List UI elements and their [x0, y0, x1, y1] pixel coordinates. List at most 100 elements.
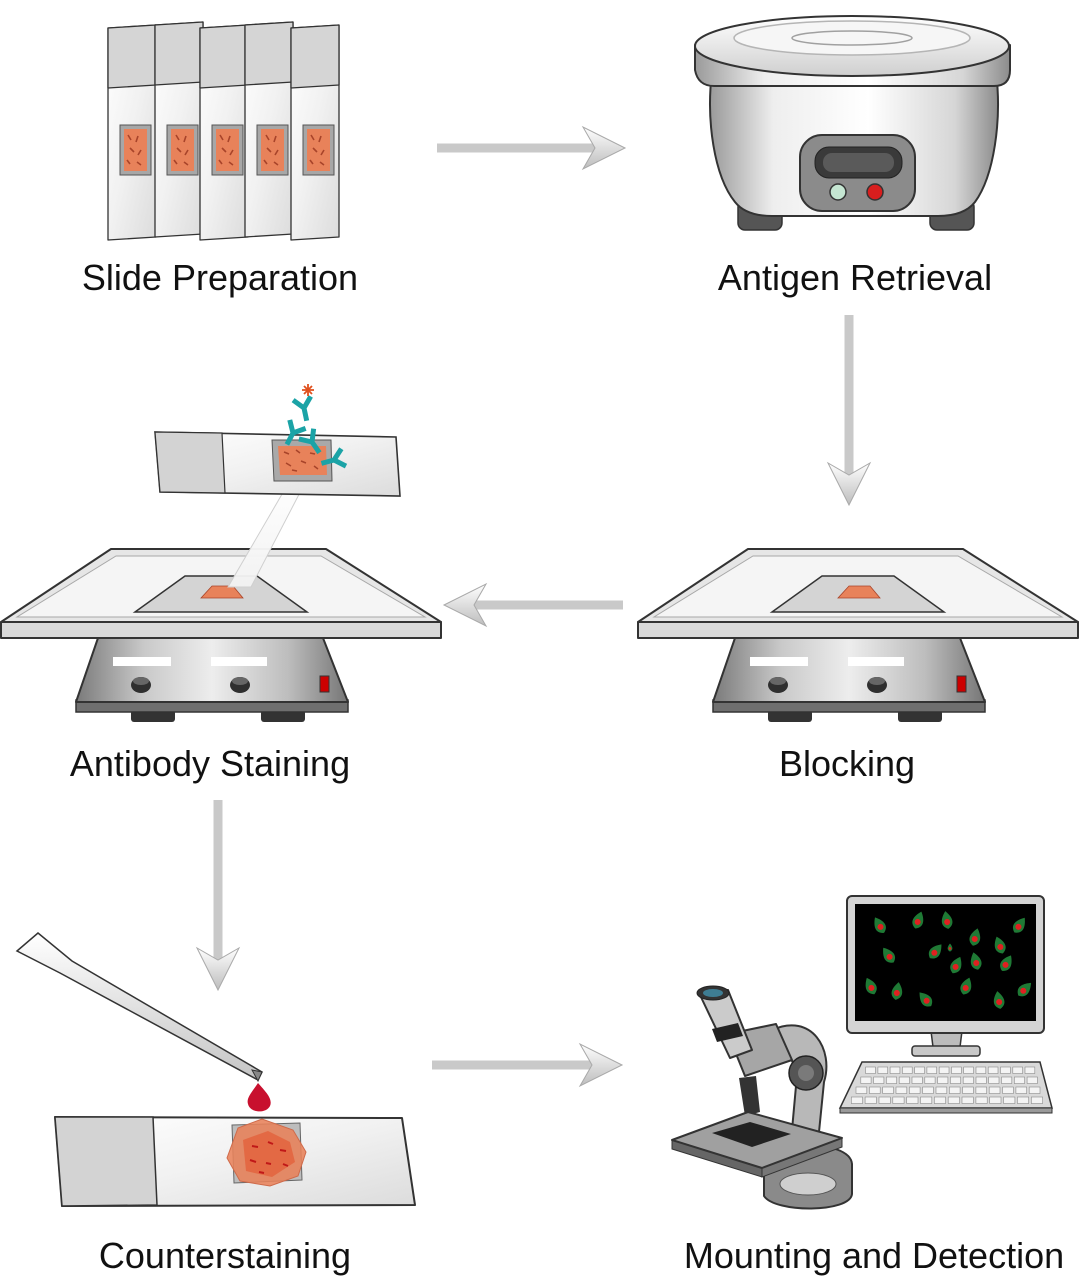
- arrow-head: [578, 1042, 624, 1088]
- step-label-antigen-retrieval: Antigen Retrieval: [718, 257, 992, 298]
- shaker-foot: [131, 710, 175, 722]
- fluorescent-cell: [865, 977, 877, 995]
- step-label-slide-preparation: Slide Preparation: [82, 257, 358, 298]
- keyboard-keys: [850, 1066, 1043, 1104]
- keyboard-key: [975, 1086, 988, 1094]
- keyboard: [838, 1061, 1053, 1114]
- tissue-section: [216, 129, 239, 171]
- shaker-tray-rim: [637, 621, 1079, 639]
- keyboard-key: [895, 1086, 908, 1094]
- keyboard-key: [935, 1086, 948, 1094]
- arrow-slide-to-retrieval: [437, 125, 627, 171]
- keyboard-key: [906, 1096, 919, 1104]
- fluorescent-cell: [1017, 982, 1032, 997]
- keyboard-key: [889, 1066, 901, 1074]
- slide-frosted-end: [244, 21, 294, 86]
- keyboard-key: [988, 1076, 1000, 1084]
- cell-nucleus: [962, 984, 969, 991]
- arrow-head: [581, 125, 627, 171]
- slide-frosted-end: [154, 431, 226, 494]
- fluorescent-cell: [874, 917, 886, 933]
- shaker-power-switch: [319, 675, 330, 693]
- keyboard-key: [1012, 1066, 1023, 1074]
- cell-nucleus: [923, 997, 930, 1004]
- fluorescent-cell: [994, 936, 1006, 954]
- step-label-antibody-staining: Antibody Staining: [70, 743, 350, 784]
- step-label-blocking: Blocking: [779, 743, 915, 784]
- tissue-texture: [126, 134, 142, 166]
- pressure-cooker-illustration: [694, 15, 1011, 231]
- shaker-foot: [898, 710, 942, 722]
- microscope-slide: [154, 21, 204, 238]
- cell-nucleus: [971, 935, 978, 942]
- shaker-knob-highlight: [770, 677, 786, 685]
- counterstaining-illustration: [15, 932, 416, 1207]
- slide-frosted-end: [54, 1116, 158, 1207]
- shaker-knob-highlight: [869, 677, 885, 685]
- microscope-slide: [244, 21, 294, 238]
- shaker-knob-highlight: [232, 677, 248, 685]
- shaker-label-bar: [750, 657, 808, 666]
- microscope-slide: [199, 24, 249, 241]
- focus-knob-inner: [798, 1065, 814, 1081]
- keyboard-key: [1015, 1086, 1028, 1094]
- fluorescent-cell: [919, 992, 933, 1007]
- eyepiece-ring: [712, 1023, 743, 1042]
- arrow-head: [826, 461, 872, 507]
- tissue-texture: [283, 449, 319, 472]
- cooker-start-button: [829, 183, 847, 201]
- shaker-tray-rim: [0, 621, 442, 639]
- cell-nucleus: [973, 959, 980, 966]
- keyboard-key: [1024, 1066, 1036, 1074]
- cooker-stop-button: [866, 183, 884, 201]
- keyboard-key: [1003, 1096, 1016, 1104]
- keyboard-key: [892, 1096, 905, 1104]
- antibody: [320, 447, 348, 469]
- eyepiece-tube: [699, 989, 753, 1059]
- keyboard-key: [975, 1076, 987, 1084]
- arrow-blocking-to-staining: [442, 582, 623, 628]
- cell-nucleus: [944, 918, 951, 925]
- slide-frosted-end: [154, 21, 204, 86]
- keyboard-key: [1017, 1096, 1030, 1104]
- keyboard-key: [1000, 1066, 1011, 1074]
- fluorescent-cell: [912, 911, 924, 929]
- stained-nuclei: [249, 1141, 289, 1174]
- shaker-base: [712, 637, 986, 703]
- shaker-foot: [261, 710, 305, 722]
- keyboard-key: [882, 1086, 894, 1094]
- keyboard-key: [911, 1076, 923, 1084]
- antibody: [298, 428, 322, 455]
- keyboard-key: [937, 1076, 949, 1084]
- keyboard-key: [950, 1076, 962, 1084]
- tissue-section: [171, 129, 194, 171]
- antibody-shape: [284, 419, 307, 446]
- cell-nucleus: [893, 989, 900, 996]
- cooker-display-screen: [823, 153, 894, 172]
- fluorescent-cell: [950, 956, 962, 974]
- pipette-tip: [251, 1069, 263, 1083]
- keyboard-key: [924, 1076, 936, 1084]
- keyboard-key: [908, 1086, 921, 1094]
- keyboard-key: [914, 1066, 925, 1074]
- keyboard-key: [860, 1076, 872, 1084]
- keyboard-key: [1026, 1076, 1038, 1084]
- fluorescent-cell-image: [865, 911, 1032, 1009]
- objective-lens: [739, 1076, 760, 1116]
- microscope-slide: [107, 24, 157, 241]
- step-label-mounting-and-detection: Mounting and Detection: [684, 1235, 1064, 1276]
- cell-nucleus: [1015, 923, 1022, 930]
- slide-frosted-end: [290, 24, 340, 89]
- fluorescent-cell: [941, 911, 953, 929]
- keyboard-key: [1013, 1076, 1025, 1084]
- arrow-counterstaining-to-detection: [432, 1042, 624, 1088]
- keyboard-key: [975, 1066, 987, 1074]
- slide-on-stage: [712, 1122, 791, 1147]
- cell-nucleus: [996, 998, 1003, 1005]
- keyboard-key: [864, 1096, 877, 1104]
- keyboard-key: [975, 1096, 988, 1104]
- tissue-texture: [173, 134, 189, 166]
- shaker-foot: [768, 710, 812, 722]
- fluorescent-cell: [1000, 955, 1012, 971]
